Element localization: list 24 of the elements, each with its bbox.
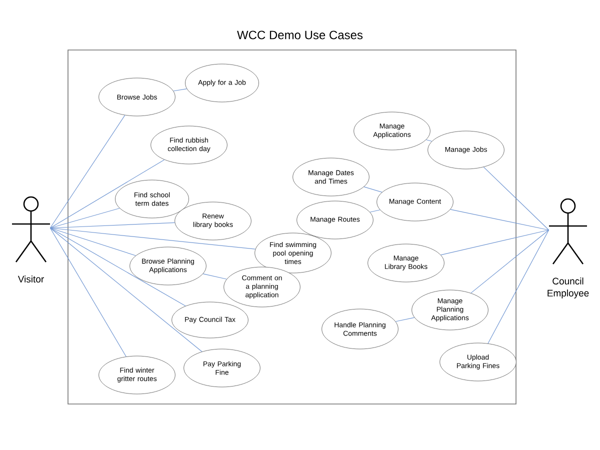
association-line	[364, 186, 382, 192]
association-line	[395, 317, 415, 322]
association-line	[50, 114, 126, 228]
association-line	[440, 230, 550, 256]
association-line	[370, 210, 380, 212]
association-line	[50, 228, 202, 352]
association-line	[50, 228, 136, 256]
system-boundary	[68, 50, 516, 404]
association-line	[50, 228, 186, 306]
association-line	[50, 208, 120, 228]
association-line	[488, 230, 550, 344]
association-line	[470, 230, 550, 294]
association-line	[50, 159, 165, 228]
actor-label: Council Employee	[548, 278, 589, 298]
association-line	[450, 209, 550, 230]
association-line	[202, 274, 227, 280]
association-line	[426, 139, 432, 142]
association-line	[50, 228, 126, 357]
association-line	[173, 88, 188, 92]
association-line	[50, 228, 256, 250]
actor-label: Visitor	[18, 276, 44, 283]
association-line	[483, 166, 550, 230]
title: WCC Demo Use Cases	[237, 30, 363, 40]
association-line	[50, 222, 176, 228]
